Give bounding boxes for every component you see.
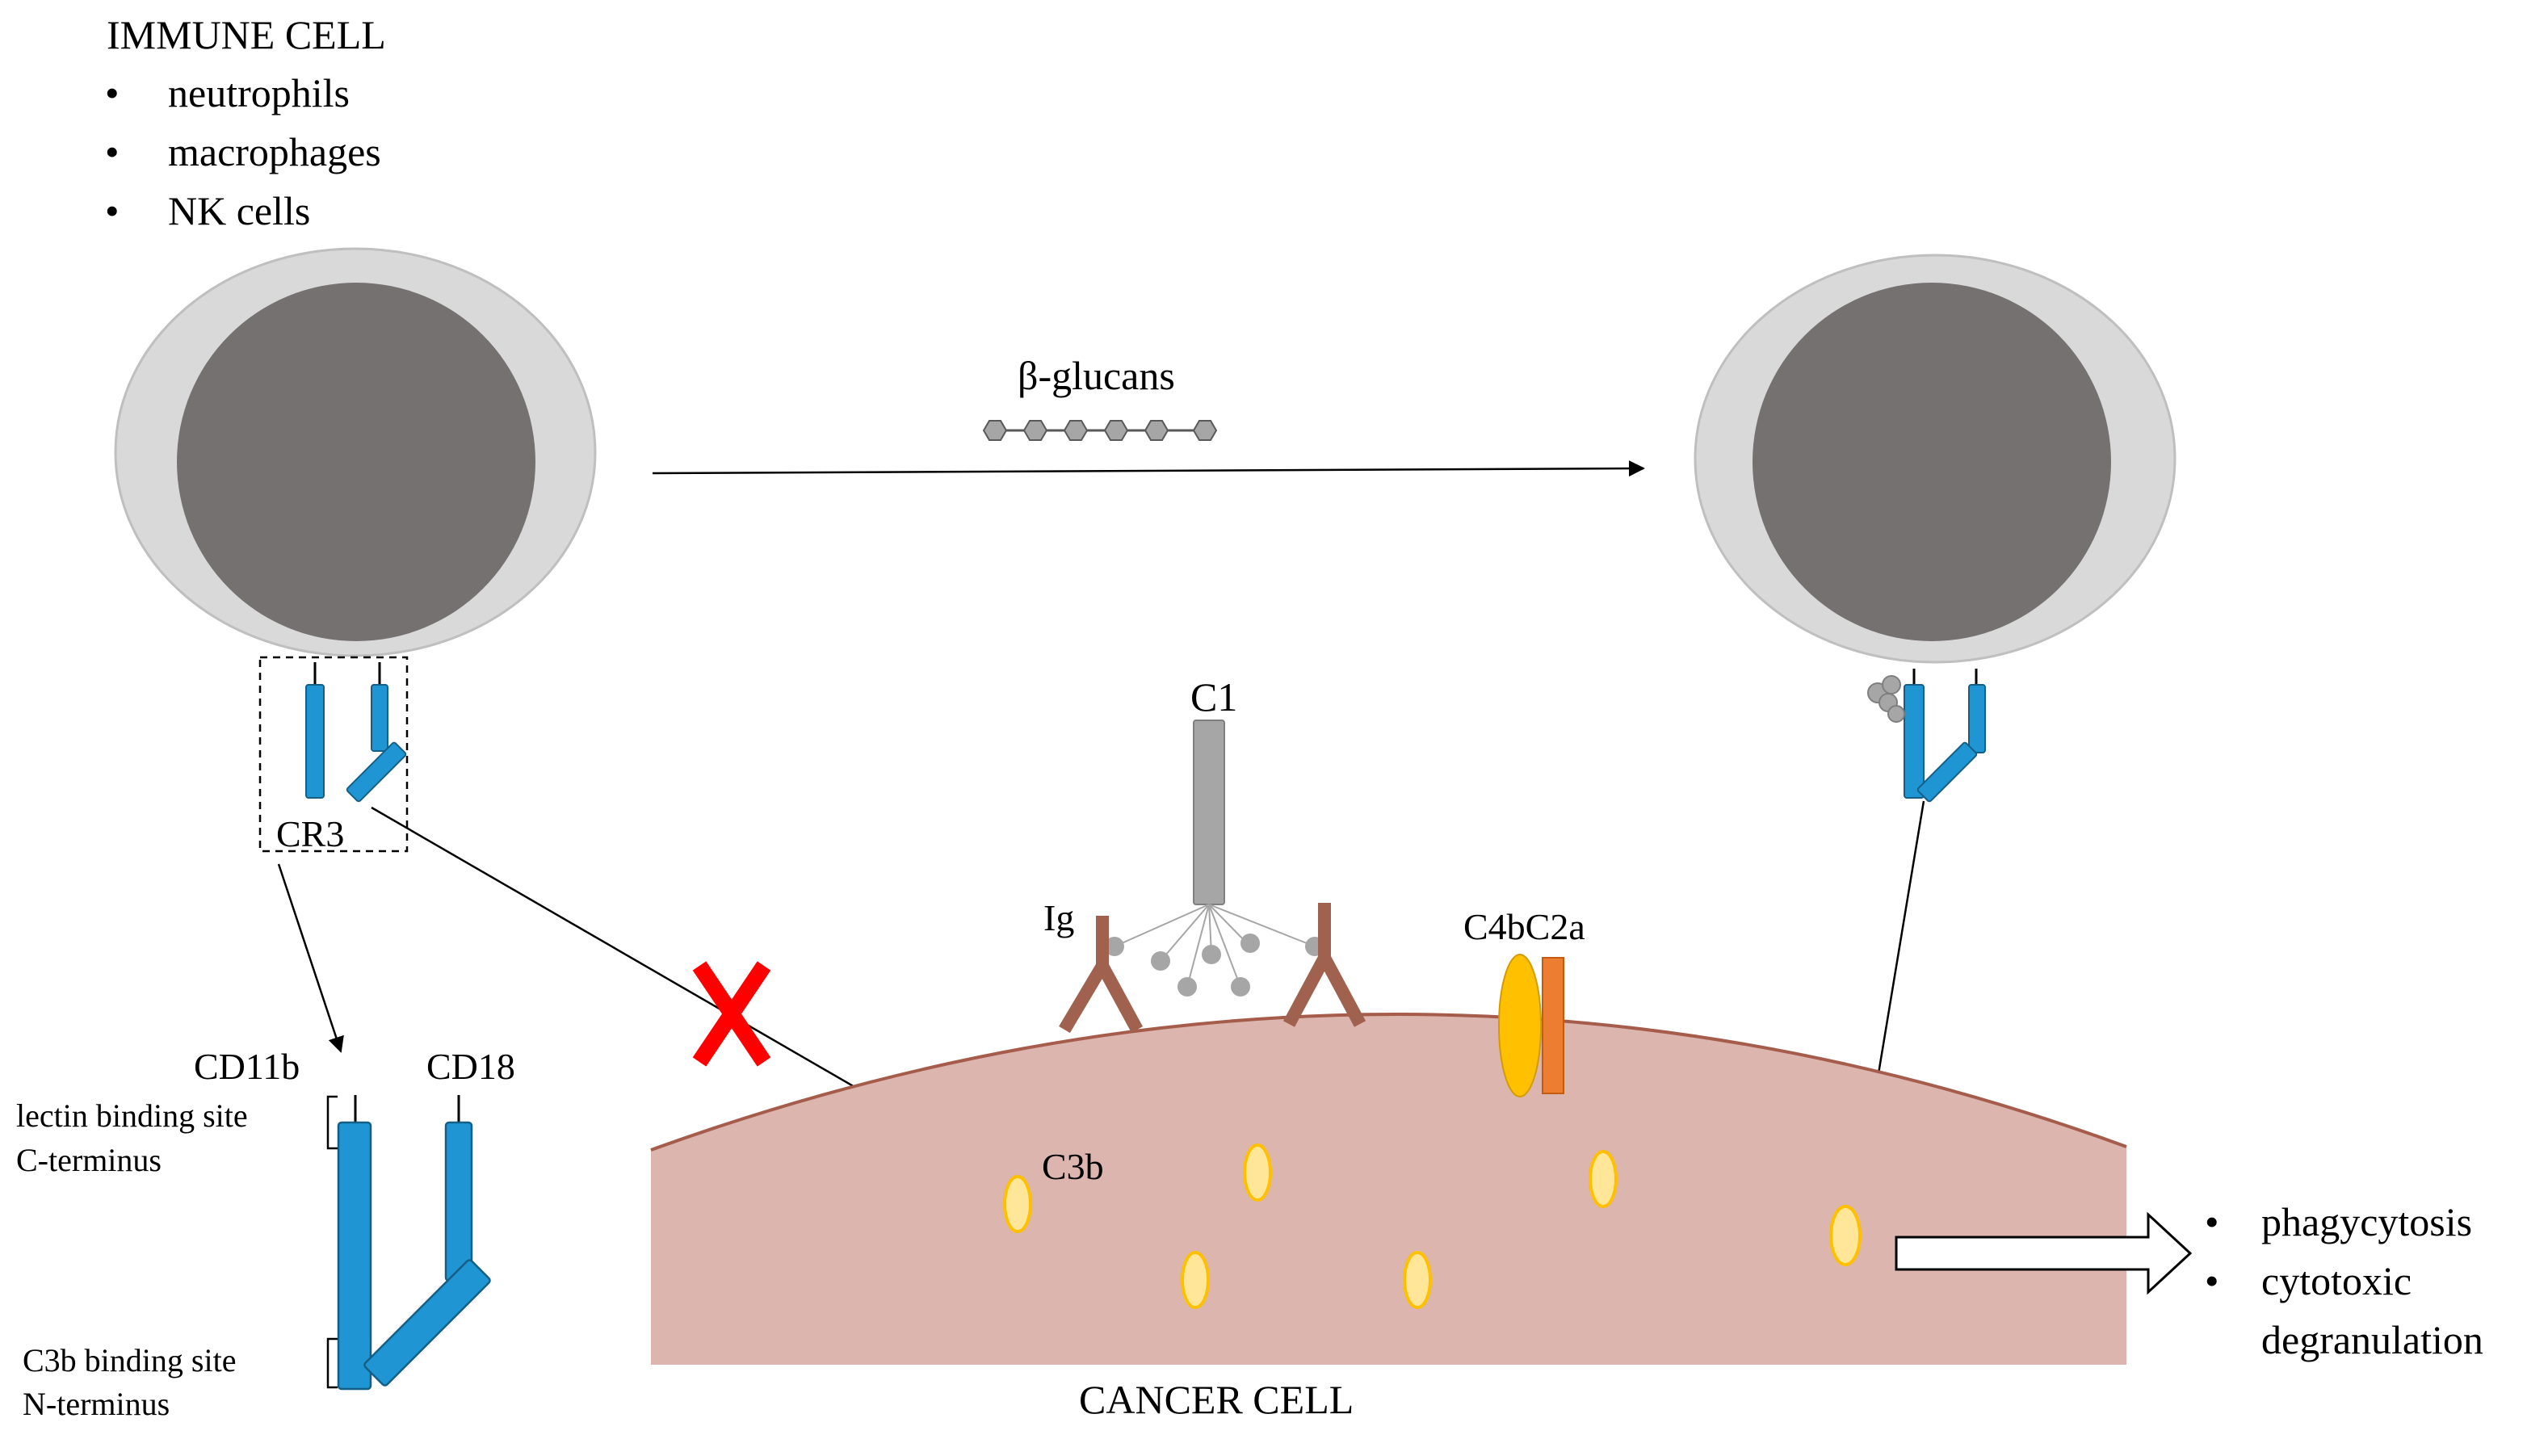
c1-label: C1 [1190, 674, 1237, 720]
outcome-block-arrow [1895, 1211, 2193, 1295]
c3b-site-label: C3b binding site [23, 1342, 236, 1378]
immune-cell-type-macrophages: macrophages [168, 129, 381, 174]
immune-cell-right [1694, 254, 2177, 664]
outcome-phagocytosis: phagycytosis [2261, 1199, 2472, 1244]
cell-nucleus [1753, 283, 2111, 641]
ig-label: Ig [1043, 897, 1074, 938]
bullet-symbol: • [105, 70, 120, 115]
bullet-symbol: • [105, 129, 120, 174]
immune-cell-type-nk: NK cells [168, 188, 310, 233]
cr3-highlight-box [258, 656, 409, 853]
cancer-cell-body [651, 1013, 2126, 1365]
outcome-cytotoxic: cytotoxic [2261, 1258, 2412, 1303]
blocked-x-mark [692, 961, 771, 1067]
cancer-cell-label: CANCER CELL [1079, 1377, 1354, 1422]
bound-beta-glucan [1867, 675, 1905, 723]
bullet-symbol: • [105, 188, 120, 233]
immune-cell-type-neutrophils: neutrophils [168, 70, 350, 115]
c3b-molecule [1589, 1150, 1618, 1208]
cell-nucleus [177, 283, 535, 641]
c3b-deposits [1003, 1143, 1862, 1309]
c1-complex [1105, 720, 1324, 997]
c4b-molecule [1498, 954, 1542, 1097]
bullet-symbol: • [2205, 1258, 2219, 1303]
beta-glucans-label: β-glucans [1018, 353, 1175, 398]
ig-antibody-left [1059, 916, 1144, 1034]
cr3-receptor-right [1904, 669, 1986, 803]
c3b-molecule [1243, 1143, 1272, 1202]
cd11b-label: CD11b [194, 1046, 300, 1087]
c3b-label: C3b [1042, 1146, 1104, 1187]
cancer-cell-membrane [650, 1013, 2127, 1152]
ig-antibody-right [1282, 903, 1366, 1027]
c3b-molecule [1181, 1251, 1210, 1309]
immune-cell-title: IMMUNE CELL [107, 12, 386, 57]
cr3-receptor-left [305, 662, 407, 803]
c4bc2a-label: C4bC2a [1463, 906, 1585, 947]
c3b-terminus-label: N-terminus [23, 1386, 170, 1422]
lectin-site-label: lectin binding site [16, 1097, 248, 1134]
c3b-molecule [1403, 1251, 1432, 1309]
cd18-label: CD18 [426, 1046, 515, 1087]
immune-cell-left [114, 247, 597, 657]
lectin-terminus-label: C-terminus [16, 1142, 162, 1178]
c3b-molecule [1003, 1175, 1032, 1233]
arrow-to-receptor-detail [277, 863, 344, 1053]
treatment-arrow [652, 460, 1645, 477]
c3b-molecule [1829, 1205, 1862, 1266]
cr3-label: CR3 [276, 813, 344, 854]
lectin-site-bracket [326, 1095, 338, 1150]
beta-glucan-chain [982, 420, 1218, 441]
c2a-molecule [1542, 957, 1564, 1094]
cr3-receptor-detail [337, 1095, 491, 1391]
bullet-symbol: • [2205, 1199, 2219, 1244]
c3b-site-bracket [326, 1337, 338, 1389]
outcome-degranulation: degranulation [2261, 1317, 2483, 1362]
